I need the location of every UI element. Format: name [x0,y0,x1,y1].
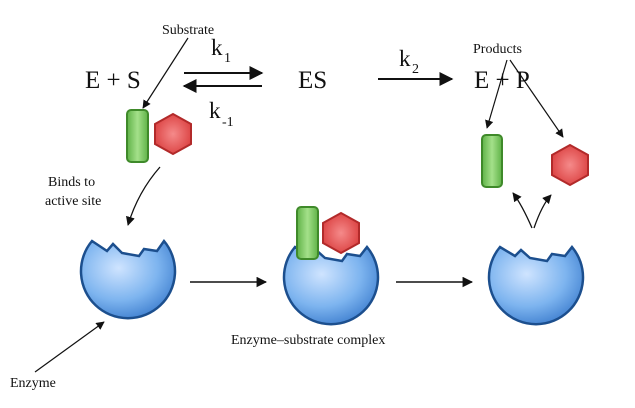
product-rectangle-icon [481,134,503,188]
complex-rectangle-icon [296,206,319,260]
enzyme-pointer-arrow [34,321,105,373]
enzyme-released [487,245,585,326]
product-pointer-arrow-left [485,59,508,129]
release-arrow-right [533,194,552,229]
product-pointer-arrow-right [509,59,564,138]
k2-rate-constant: k 2 [399,46,419,77]
k-1-rate-constant: k -1 [209,98,234,130]
binds-label-line2: active site [45,194,101,209]
binds-arrow [126,166,161,226]
complex-label: Enzyme–substrate complex [231,333,385,348]
released-enzyme-shape-icon [487,245,585,326]
substrate-hexagon-icon [154,112,192,156]
substrate-pointer-arrow [142,37,189,109]
k2-letter: k [399,46,411,71]
enzyme-substrate-complex [282,206,380,326]
k1-subscript: 1 [224,51,231,66]
enzyme-free [79,238,177,320]
enzyme-shape-icon [79,238,177,320]
product-molecules [481,134,589,188]
release-arrow-left [512,192,533,229]
reactants-text: E + S [85,67,141,94]
products-label: Products [473,42,522,57]
k2-subscript: 2 [412,62,419,77]
complex-es-text: ES [298,67,327,94]
k1-letter: k [211,35,223,60]
complex-hexagon-icon [322,211,360,255]
product-hexagon-icon [551,143,589,187]
binds-label-line1: Binds to [48,175,95,190]
k1-rate-constant: k 1 [211,35,231,66]
substrate-rectangle-icon [126,109,149,163]
complex-enzyme-shape-icon [282,245,380,326]
substrate-molecule [126,109,192,163]
km1-letter: k [209,98,221,123]
substrate-label: Substrate [162,23,214,38]
enzyme-label: Enzyme [10,376,56,391]
km1-subscript: -1 [222,115,234,130]
products-text: E + P [474,67,530,94]
